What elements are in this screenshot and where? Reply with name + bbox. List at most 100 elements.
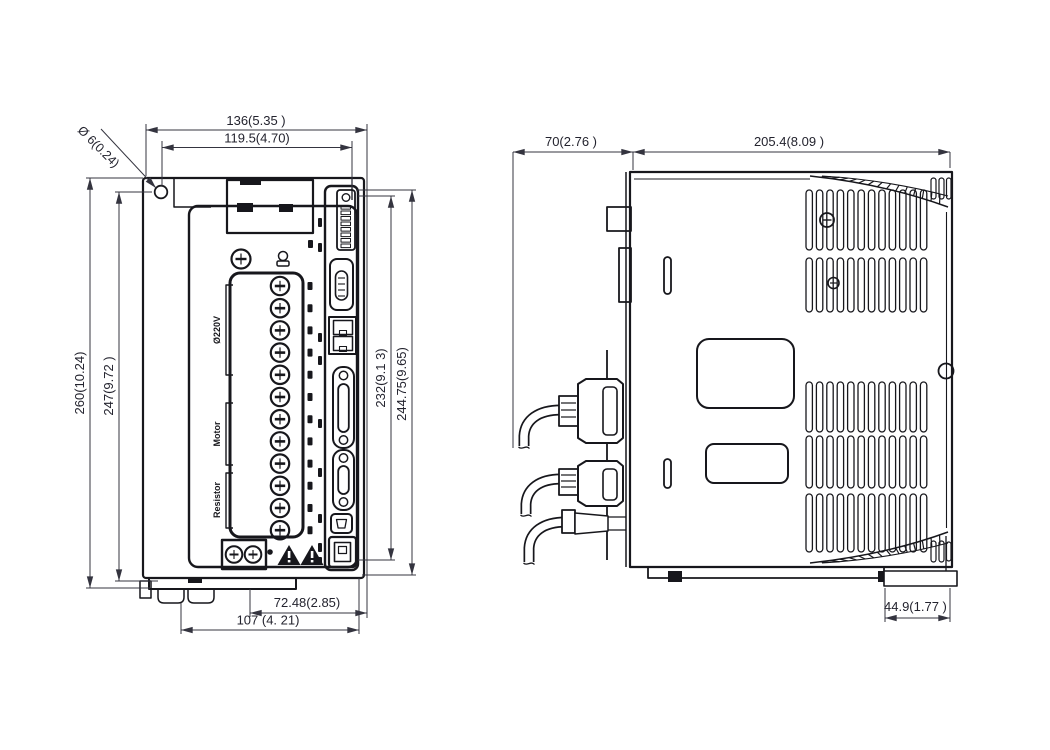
vent-slot (836, 189, 845, 251)
vent-slat (829, 560, 840, 563)
terminal-label-mark (307, 504, 313, 512)
power-label: Ø220V (212, 316, 222, 344)
terminal-screw (269, 342, 291, 363)
front-view: Ø220V Motor Resistor (139, 176, 366, 604)
vent-slat (895, 547, 900, 555)
vent-slot (878, 257, 886, 313)
vent-slot (805, 189, 814, 251)
vent-slot (846, 257, 855, 313)
model-mark (279, 204, 293, 212)
vent-slat (819, 175, 831, 178)
connector-id-mark (308, 240, 313, 248)
vent-slat (886, 549, 892, 556)
vent-slat (912, 188, 917, 196)
panel-emblem (276, 250, 290, 267)
vent-slot (815, 493, 824, 553)
pin-contact (340, 227, 351, 232)
terminal-label-mark (307, 304, 313, 313)
mini-usb-port (330, 513, 353, 534)
corner-vent-slots (930, 177, 952, 563)
mini-din-connector (329, 258, 354, 311)
side-slot (663, 458, 672, 489)
vent-slot (815, 257, 824, 313)
terminal-screw (269, 297, 291, 319)
vent-slat (904, 545, 908, 553)
dsub-housing-cn1 (577, 378, 624, 444)
cable-break (523, 562, 535, 565)
dim-hole-pitch-h: 247(9.72 ) (101, 356, 116, 415)
vent-curve-slats-top (819, 175, 941, 205)
vent-slot (919, 493, 928, 553)
terminal-screws (269, 275, 291, 541)
ground-screw-icon (243, 545, 263, 564)
mount-foot (187, 589, 215, 604)
terminal-label-mark (307, 481, 313, 490)
brand-mark-icon (237, 203, 253, 212)
vent-slot (857, 189, 866, 251)
vent-slot (898, 257, 907, 313)
vent-slat (904, 186, 908, 194)
dim-front-depth: 70(2.76 ) (545, 134, 597, 149)
dim-overall-width: 136(5.35 ) (226, 113, 285, 128)
vent-slot (846, 435, 855, 489)
connector-id-mark (318, 514, 322, 523)
pin-contact (340, 216, 351, 221)
io-pin-strip (336, 189, 356, 251)
display-window (240, 180, 261, 185)
vent-slat (876, 181, 883, 188)
vent-slot (919, 381, 928, 433)
side-cutout (705, 443, 789, 484)
cable-break (520, 514, 532, 517)
front-tab (618, 247, 632, 303)
vent-slot (919, 435, 928, 489)
vent-slot (815, 381, 824, 433)
terminal-label-mark (307, 437, 313, 446)
vent-slot (826, 381, 834, 433)
terminal-label-mark (307, 326, 313, 335)
pin-contact (340, 243, 351, 249)
pin-contact (340, 205, 351, 210)
vent-slot (888, 435, 897, 489)
terminal-screw (269, 320, 291, 341)
mounting-hole-icon (153, 184, 169, 200)
side-body-outline (628, 170, 954, 569)
foot-pad (668, 571, 682, 582)
terminal-screw (269, 519, 291, 541)
pin-contact (340, 232, 351, 238)
vent-slot (805, 493, 814, 553)
terminal-screw (269, 453, 291, 474)
base-plate (647, 566, 885, 579)
vent-slat (876, 551, 883, 558)
vent-slot (909, 381, 918, 433)
connector-id-mark (318, 218, 322, 227)
vent-slot (909, 493, 918, 553)
vent-slot (826, 257, 834, 313)
vent-slot (836, 493, 845, 553)
vent-slat (858, 179, 866, 184)
pin-contact (340, 221, 351, 227)
vent-slot (898, 189, 907, 251)
cn2-connector (332, 449, 355, 511)
index-dot (267, 549, 273, 555)
vent-slat (886, 183, 892, 190)
resistor-label: Resistor (212, 481, 222, 518)
warning-triangle-icon (277, 545, 301, 565)
vent-slot (846, 189, 855, 251)
vent-slat (848, 557, 857, 561)
vent-slot (857, 257, 866, 313)
cables (518, 404, 567, 565)
terminal-screw (269, 475, 291, 497)
ground-screw-icon (224, 545, 244, 564)
vent-slat (867, 180, 875, 186)
vent-slat (912, 543, 917, 551)
terminal-screw (269, 408, 291, 430)
dim-connector-width: 72.48(2.85) (274, 595, 341, 610)
pin-contact (340, 238, 351, 243)
vent-slot (836, 435, 845, 489)
vent-slot (909, 189, 918, 251)
vent-slot (888, 493, 897, 553)
front-dimensions (86, 124, 416, 634)
terminal-screw (269, 386, 291, 408)
